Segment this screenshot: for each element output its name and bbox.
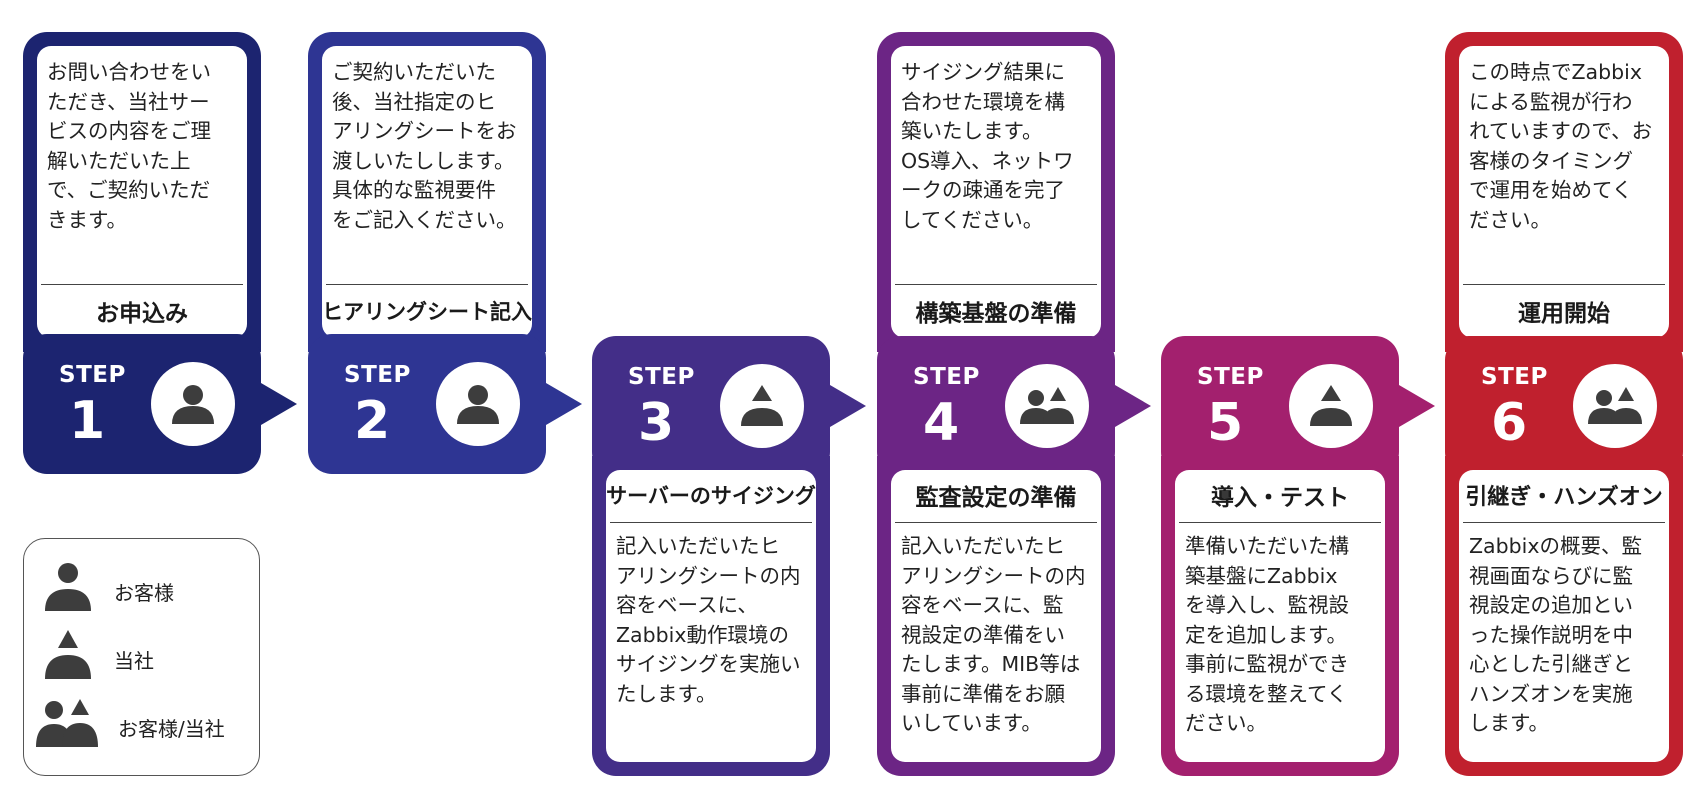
step-2: ご契約いただいた 後、当社指定のヒ アリングシートをお 渡しいたしします。 具体… — [308, 32, 582, 474]
step-4-lower-shell: 監査設定の準備 記入いただいたヒ アリングシートの内 容をベースに、監 視設定の… — [877, 456, 1115, 776]
step-6-lower-shell: 引継ぎ・ハンズオン Zabbixの概要、監 視画面ならびに監 視設定の追加とい … — [1445, 456, 1683, 776]
step-2-number: 2 — [354, 391, 391, 451]
step-6-description-top: この時点でZabbix による監視が行わ れていますので、お 客様のタイミング … — [1469, 60, 1653, 232]
step-5-description: 準備いただいた構 築基盤にZabbix を導入し、監視設 定を追加します。 事前… — [1185, 534, 1349, 735]
step-6-divider-top — [1463, 284, 1665, 285]
step-6-upper-card: この時点でZabbix による監視が行わ れていますので、お 客様のタイミング … — [1459, 46, 1669, 338]
step-6-divider — [1463, 522, 1665, 523]
step-3-lower-card: サーバーのサイジング 記入いただいたヒ アリングシートの内 容をベースに、 Za… — [606, 470, 816, 762]
step-1: お問い合わせをい ただき、当社サー ビスの内容をご理 解いただいた上 で、ご契約… — [23, 32, 297, 474]
step-5-lower-shell: 導入・テスト 準備いただいた構 築基盤にZabbix を導入し、監視設 定を追加… — [1161, 456, 1399, 776]
step-6-lower-card: 引継ぎ・ハンズオン Zabbixの概要、監 視画面ならびに監 視設定の追加とい … — [1459, 470, 1669, 762]
step-4-description: 記入いただいたヒ アリングシートの内 容をベースに、監 視設定の準備をい たしま… — [901, 534, 1086, 735]
step-6-label: STEP — [1481, 364, 1548, 390]
customer-icon — [45, 563, 91, 611]
step-2-upper-shell: ご契約いただいた 後、当社指定のヒ アリングシートをお 渡しいたしします。 具体… — [308, 32, 546, 352]
step-1-number: 1 — [69, 391, 106, 451]
legend-label-company: 当社 — [114, 649, 154, 673]
legend-item-company: 当社 — [24, 627, 259, 687]
step-4-upper-shell: サイジング結果に 合わせた環境を構 築いたします。 OS導入、ネットワ ークの疎… — [877, 32, 1115, 352]
step-4-title: 監査設定の準備 — [915, 485, 1077, 511]
legend-label-customer: お客様 — [114, 581, 174, 605]
step-6: この時点でZabbix による監視が行わ れていますので、お 客様のタイミング … — [1445, 32, 1683, 776]
step-1-upper-shell: お問い合わせをい ただき、当社サー ビスの内容をご理 解いただいた上 で、ご契約… — [23, 32, 261, 352]
step-3-description: 記入いただいたヒ アリングシートの内 容をベースに、 Zabbix動作環境の サ… — [616, 534, 801, 706]
step-5-divider — [1179, 522, 1381, 523]
step-4-title-top: 構築基盤の準備 — [915, 301, 1077, 327]
step-5: STEP 5 導入・テスト 準備いただいた構 築基盤にZabbix を導入し、監… — [1161, 336, 1435, 776]
legend: お客様 当社 お客様/当社 — [23, 538, 260, 776]
legend-item-customer: お客様 — [24, 559, 259, 619]
customer-company-icon — [1573, 364, 1657, 448]
customer-company-icon — [36, 699, 98, 747]
company-icon — [45, 630, 91, 679]
step-6-description: Zabbixの概要、監 視画面ならびに監 視設定の追加とい った操作説明を中 心… — [1469, 534, 1642, 735]
step-4: サイジング結果に 合わせた環境を構 築いたします。 OS導入、ネットワ ークの疎… — [877, 32, 1151, 776]
step-4-upper-card: サイジング結果に 合わせた環境を構 築いたします。 OS導入、ネットワ ークの疎… — [891, 46, 1101, 338]
step-6-title-2: 引継ぎ・ハンズオン — [1465, 485, 1663, 510]
step-5-label: STEP — [1197, 364, 1264, 390]
step-4-number: 4 — [923, 393, 960, 453]
company-icon — [720, 364, 804, 448]
step-3-number: 3 — [638, 393, 675, 453]
customer-icon — [436, 362, 520, 446]
step-6-number: 6 — [1491, 393, 1528, 453]
step-2-label: STEP — [344, 362, 411, 388]
step-5-number: 5 — [1207, 393, 1244, 453]
step-3-band: STEP 3 — [592, 336, 866, 476]
step-3-lower-shell: サーバーのサイジング 記入いただいたヒ アリングシートの内 容をベースに、 Za… — [592, 456, 830, 776]
step-4-label: STEP — [913, 364, 980, 390]
company-icon — [1289, 364, 1373, 448]
step-3-label: STEP — [628, 364, 695, 390]
step-4-divider — [895, 522, 1097, 523]
step-4-divider-top — [895, 284, 1097, 285]
step-6-title: 運用開始 — [1518, 301, 1610, 327]
step-3: STEP 3 サーバーのサイジング 記入いただいたヒ アリングシートの内 容をベ… — [592, 336, 866, 776]
step-3-title: サーバーのサイジング — [606, 484, 816, 508]
step-4-band: STEP 4 — [877, 336, 1151, 476]
step-1-upper-card: お問い合わせをい ただき、当社サー ビスの内容をご理 解いただいた上 で、ご契約… — [37, 46, 247, 338]
step-6-band: STEP 6 — [1445, 336, 1683, 476]
step-2-divider — [326, 284, 528, 285]
step-4-lower-card: 監査設定の準備 記入いただいたヒ アリングシートの内 容をベースに、監 視設定の… — [891, 470, 1101, 762]
step-1-divider — [41, 284, 243, 285]
step-5-title: 導入・テスト — [1211, 485, 1349, 511]
step-1-band: STEP 1 — [23, 334, 297, 474]
step-2-description: ご契約いただいた 後、当社指定のヒ アリングシートをお 渡しいたしします。 具体… — [332, 60, 517, 232]
step-3-divider — [610, 522, 812, 523]
step-5-band: STEP 5 — [1161, 336, 1435, 476]
step-2-upper-card: ご契約いただいた 後、当社指定のヒ アリングシートをお 渡しいたしします。 具体… — [322, 46, 532, 338]
step-5-lower-card: 導入・テスト 準備いただいた構 築基盤にZabbix を導入し、監視設 定を追加… — [1175, 470, 1385, 762]
step-4-description-top: サイジング結果に 合わせた環境を構 築いたします。 OS導入、ネットワ ークの疎… — [901, 60, 1074, 232]
legend-item-both: お客様/当社 — [24, 695, 259, 755]
customer-icon — [151, 362, 235, 446]
step-1-title: お申込み — [96, 301, 188, 327]
step-1-description: お問い合わせをい ただき、当社サー ビスの内容をご理 解いただいた上 で、ご契約… — [47, 60, 211, 232]
step-2-band: STEP 2 — [308, 334, 582, 474]
step-2-title: ヒアリングシート記入 — [322, 300, 532, 324]
legend-label-both: お客様/当社 — [118, 717, 225, 741]
step-6-upper-shell: この時点でZabbix による監視が行わ れていますので、お 客様のタイミング … — [1445, 32, 1683, 352]
customer-company-icon — [1005, 364, 1089, 448]
step-1-label: STEP — [59, 362, 126, 388]
